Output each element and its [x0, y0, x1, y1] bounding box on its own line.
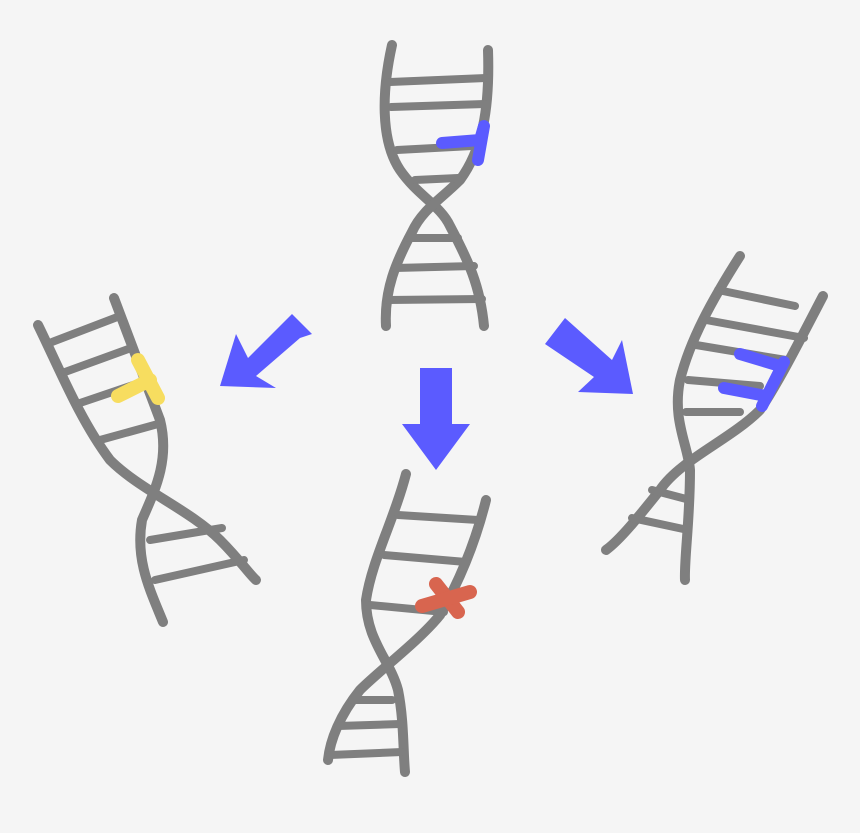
- rung: [714, 286, 799, 310]
- dna-variant-right-rungs: [628, 286, 808, 534]
- dna-variant-center-rungs: [326, 511, 482, 759]
- arrow-down-left-icon: [220, 314, 312, 388]
- rung: [48, 312, 124, 346]
- strand: [323, 495, 491, 765]
- red-x-stroke: [415, 585, 477, 613]
- strand: [33, 320, 261, 585]
- rung: [391, 262, 478, 272]
- dna-original-rungs: [384, 74, 490, 304]
- dna-original-strands: [379, 40, 494, 331]
- red-x-mutation-mark: [415, 577, 477, 619]
- dna-variant-left: [33, 293, 261, 627]
- rung: [334, 720, 404, 730]
- rung: [326, 748, 406, 759]
- rung: [146, 524, 226, 544]
- dna-original-strand-right: [380, 45, 494, 331]
- dna-variant-right: [601, 251, 828, 585]
- blue-base-pairs-mark: [718, 348, 790, 412]
- dna-original: [379, 40, 494, 331]
- rung: [394, 511, 482, 524]
- blue-base-pair-mark: [436, 120, 490, 166]
- rung: [628, 514, 692, 534]
- rung: [384, 295, 486, 304]
- rung: [96, 420, 162, 444]
- strand: [109, 293, 169, 627]
- rung: [411, 174, 462, 184]
- rung: [386, 74, 490, 86]
- rung: [648, 486, 694, 504]
- arrow-down-right-icon: [545, 318, 633, 394]
- arrow-down-icon: [402, 368, 470, 470]
- dna-variant-left-rungs: [48, 312, 248, 584]
- rung: [366, 601, 448, 616]
- dna-variant-left-strands: [33, 293, 261, 627]
- strand: [672, 251, 745, 585]
- rung: [387, 100, 489, 111]
- dna-original-strand-left: [379, 40, 489, 331]
- dna-variant-center-strands: [323, 469, 491, 777]
- rung: [380, 551, 470, 566]
- yellow-base-pair-mark: [111, 353, 165, 405]
- dna-variant-center: [323, 469, 491, 777]
- strand: [361, 469, 411, 777]
- rung: [61, 344, 135, 376]
- rung: [151, 556, 248, 584]
- rung: [702, 316, 808, 342]
